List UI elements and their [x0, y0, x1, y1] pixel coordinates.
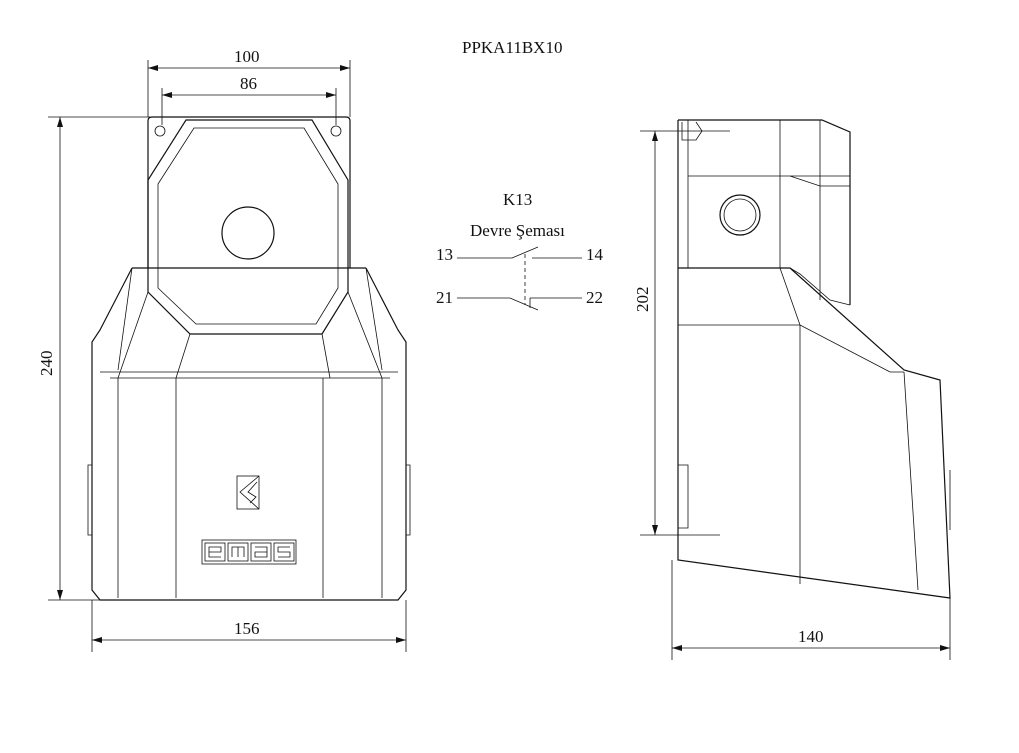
- drawing-title: PPKA11BX10: [462, 38, 562, 57]
- push-button-hole-side: [719, 194, 761, 236]
- lower-body: [91, 267, 407, 601]
- mounting-plate: [147, 116, 351, 269]
- side-dimensions: 202 140: [633, 130, 951, 660]
- terminal-21: 21: [436, 288, 453, 307]
- front-dimensions: 100 86 240 156: [37, 47, 407, 652]
- mounting-hole-right: [330, 125, 342, 137]
- terminal-22: 22: [586, 288, 603, 307]
- dim-202: 202: [633, 287, 652, 313]
- circuit-name: K13: [503, 190, 532, 209]
- dim-156: 156: [234, 619, 260, 638]
- dim-86: 86: [240, 74, 257, 93]
- circuit-caption: Devre Şeması: [470, 221, 565, 240]
- head-octagon: [147, 119, 349, 335]
- terminal-13: 13: [436, 245, 453, 264]
- brand-logo-icon: [236, 475, 260, 510]
- side-view: [677, 119, 951, 599]
- push-button-hole: [221, 206, 275, 260]
- dim-100: 100: [234, 47, 260, 66]
- terminal-14: 14: [586, 245, 604, 264]
- front-view: [87, 116, 411, 601]
- emas-logo: [201, 539, 297, 565]
- circuit-diagram: K13 Devre Şeması 13 14 21 22: [436, 190, 604, 311]
- dim-240: 240: [37, 351, 56, 377]
- mounting-hole-left: [154, 125, 166, 137]
- dim-140: 140: [798, 627, 824, 646]
